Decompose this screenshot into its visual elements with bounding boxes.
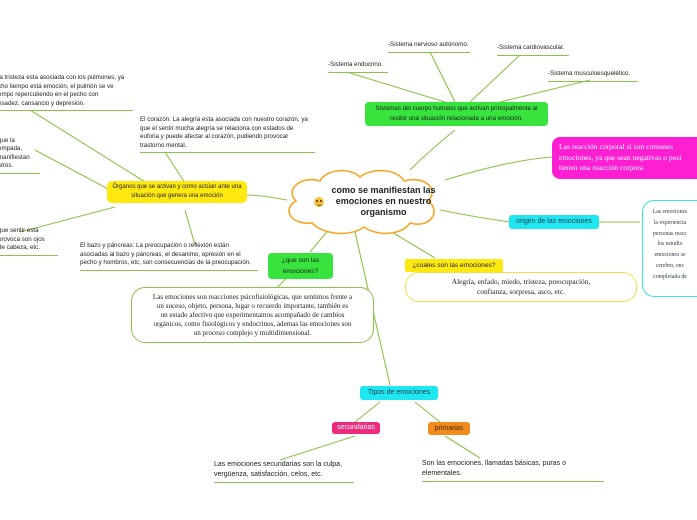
tipos-label: Tipos de emociones [367, 389, 431, 396]
central-topic-label: como se manifiestan las emociones en nue… [331, 184, 436, 217]
origen-text: Las emociones la experiencia personas re… [642, 200, 697, 297]
queson-node[interactable]: ¿que son las emociones? [268, 253, 333, 279]
link-central-origen [439, 209, 511, 223]
primarias-text: Son las emociones, llamadas básicas, pur… [422, 459, 604, 482]
link-organos-estomago [34, 149, 111, 191]
link-tipos-secundarias [354, 401, 381, 423]
link-organos-pulmones [29, 109, 151, 186]
link-primarias-text [444, 435, 481, 459]
tipos-node[interactable]: Tipos de emociones [360, 386, 438, 400]
smiley-icon [314, 197, 324, 207]
queson-text: Las emociones son reacciones psicofisiol… [131, 287, 374, 343]
link-sistemas-cardio [469, 54, 521, 103]
cabeza-text: que sentir esta provoca son ojos de cabe… [0, 227, 58, 256]
organos-label: Órganos que se activan y como actúan ant… [112, 184, 242, 199]
bazo-text: El bazo y páncreas: La preocupación o re… [80, 242, 258, 271]
secundarias-text: Las emociones secundarias son la culpa, … [214, 460, 354, 483]
link-central-reaccion [444, 156, 554, 181]
sistema-musculoesqueletico: -Sistema musculoesquelético. [548, 70, 638, 82]
link-sistemas-nervioso [429, 51, 456, 103]
estomago-text: l que la ompada, manifiestan stros. [0, 128, 40, 174]
link-sistemas-endocrino [349, 72, 446, 103]
link-tipos-primarias [414, 401, 441, 423]
link-organos-corazon [164, 151, 186, 184]
sistema-endocrino: -Sistema endocrino. [328, 61, 388, 73]
link-central-sistemas [409, 129, 456, 171]
link-secundarias-text [279, 435, 356, 461]
organos-node[interactable]: Órganos que se activan y como actúan ant… [107, 181, 247, 203]
sistema-cardiovascular: -Sistema cardiovascular. [497, 44, 569, 56]
reaccion-node[interactable]: Las reacción corporal si son comunes emo… [552, 137, 697, 179]
secundarias-node[interactable]: secundarias [332, 422, 380, 434]
cuales-node[interactable]: ¿cuales son las emociones? [405, 259, 503, 272]
link-organos-cabeza [19, 206, 116, 233]
primarias-label: primarias [434, 425, 464, 432]
link-organos-bazo [184, 209, 196, 246]
link-sistemas-musculo [499, 79, 591, 103]
secundarias-label: secundarias [337, 424, 375, 431]
origen-label: origen de las emociones [516, 218, 592, 225]
link-central-organos [244, 194, 288, 201]
corazon-text: El corazón: La alegría esta asociada con… [140, 116, 315, 154]
cloud-shape [288, 169, 435, 235]
primarias-node[interactable]: primarias [428, 422, 470, 435]
pulmones-text: la tristeza esta asociada con los pulmon… [0, 74, 133, 112]
cuales-text: Alegría, enfado, miedo, tristeza, preocu… [405, 272, 637, 302]
sistemas-node[interactable]: Sistemas del cuerpo humano que activan p… [365, 102, 548, 126]
central-topic[interactable]: como se manifiestan las emociones en nue… [280, 165, 443, 237]
origen-node[interactable]: origen de las emociones [509, 215, 599, 229]
sistema-nervioso: -Sistema nervioso autónomo. [388, 41, 470, 53]
